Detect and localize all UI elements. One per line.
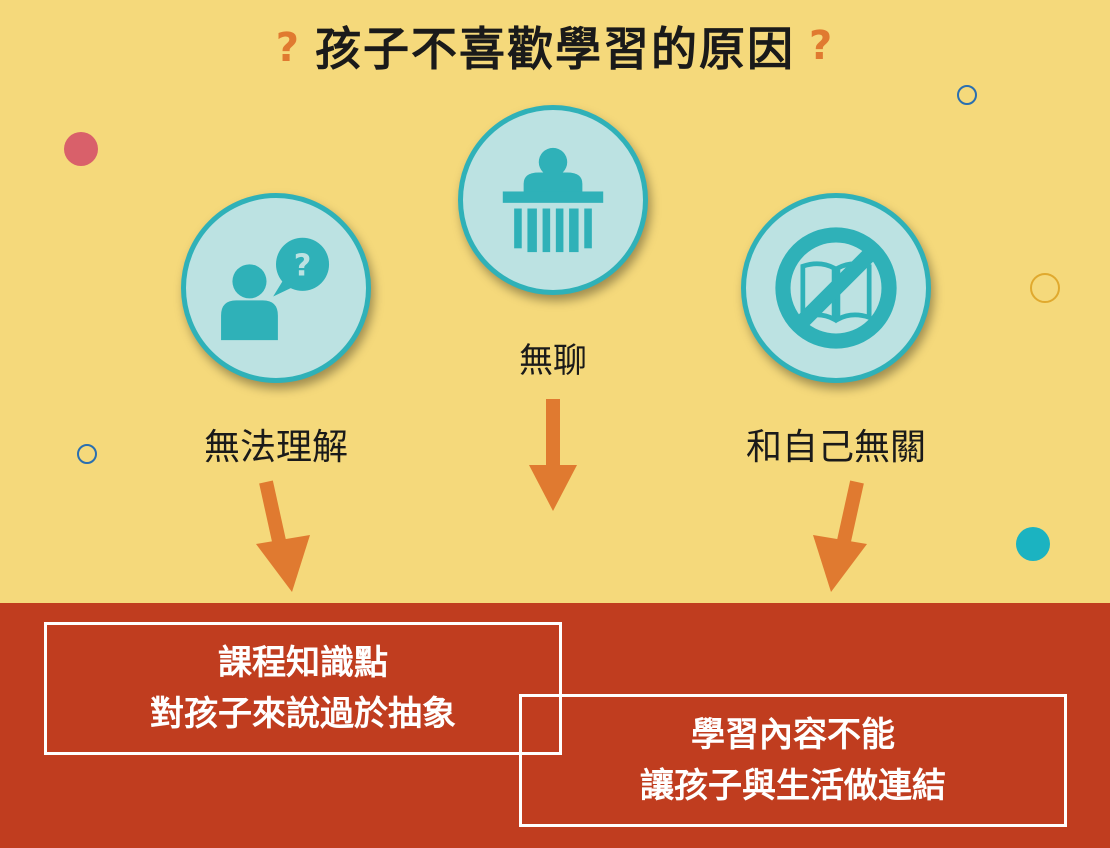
svg-text:?: ? [294,249,312,284]
cause-label: 和自己無關 [745,427,926,468]
results-band [0,603,1110,848]
cause-label: 無聊 [519,341,587,381]
result-line: 讓孩子與生活做連結 [640,765,946,806]
question-mark-icon: ? [809,23,835,69]
cause-icon-circle [741,193,931,383]
page-title: ? 孩子不喜歡學習的原因 ? [0,8,1110,84]
result-box: 學習內容不能 讓孩子與生活做連結 [519,694,1067,827]
question-mark-icon: ? [275,25,301,71]
decorative-dot [1016,527,1050,561]
result-box: 課程知識點 對孩子來說過於抽象 [44,622,562,755]
no-book-icon [775,227,897,349]
decorative-dot [64,132,98,166]
title-text: 孩子不喜歡學習的原因 [315,22,795,76]
arrow-down-icon [813,480,867,592]
cause-label: 無法理解 [203,427,348,468]
person-question-icon: ? [221,237,330,341]
decorative-dot [957,85,977,105]
result-line: 課程知識點 [218,642,388,683]
decorative-dot [77,444,97,464]
result-line: 對孩子來說過於抽象 [150,693,456,734]
cause-icon-circle [458,105,648,295]
result-line: 學習內容不能 [691,714,895,755]
arrow-down-icon [529,399,577,511]
cause-icon-circle: ? [181,193,371,383]
decorative-dot [1030,273,1060,303]
bored-person-desk-icon [502,147,604,253]
arrow-down-icon [256,480,310,592]
